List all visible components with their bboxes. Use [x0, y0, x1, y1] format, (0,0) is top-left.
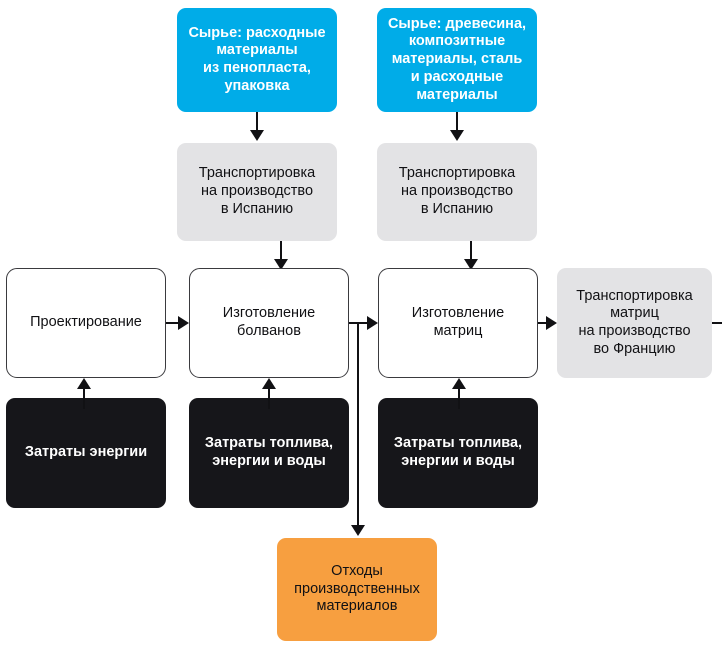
node-make-molds: Изготовление матриц — [378, 268, 538, 378]
node-fuel-costs-1: Затраты топлива, энергии и воды — [189, 398, 349, 508]
node-design: Проектирование — [6, 268, 166, 378]
node-make-plugs-label: Изготовление болванов — [222, 305, 316, 339]
edge-energy-to-design — [83, 389, 85, 409]
node-fuel-costs-1-label: Затраты топлива, энергии и воды — [204, 435, 334, 469]
arrowhead-wood-to-transport — [450, 130, 464, 141]
node-make-plugs: Изготовление болванов — [189, 268, 349, 378]
arrowhead-molds-to-france — [546, 316, 557, 330]
node-energy-costs-label: Затраты энергии — [24, 444, 148, 461]
arrowhead-design-to-plugs — [178, 316, 189, 330]
edge-transport1-to-plugs — [280, 241, 282, 263]
edge-wood-to-transport — [456, 112, 458, 132]
arrowhead-foam-to-transport — [250, 130, 264, 141]
node-source-wood: Сырье: древесина, композитные материалы,… — [377, 8, 537, 112]
edge-fuel1-to-plugs — [268, 389, 270, 409]
node-transport-spain-1: Транспортировка на производство в Испани… — [177, 143, 337, 241]
arrowhead-plugs-to-molds — [367, 316, 378, 330]
node-source-foam: Сырье: расходные материалы из пенопласта… — [177, 8, 337, 112]
arrowhead-process-to-waste — [351, 525, 365, 536]
edge-fuel2-to-molds — [458, 389, 460, 409]
arrowhead-fuel2-to-molds — [452, 378, 466, 389]
edge-design-to-plugs — [166, 322, 179, 324]
node-transport-spain-2-label: Транспортировка на производство в Испани… — [398, 165, 516, 217]
arrowhead-transport1-to-plugs — [274, 259, 288, 270]
edge-france-outgoing — [712, 322, 722, 324]
arrowhead-transport2-to-molds — [464, 259, 478, 270]
node-energy-costs: Затраты энергии — [6, 398, 166, 508]
node-source-foam-label: Сырье: расходные материалы из пенопласта… — [188, 24, 326, 94]
node-transport-spain-2: Транспортировка на производство в Испани… — [377, 143, 537, 241]
node-design-label: Проектирование — [30, 314, 142, 331]
edge-foam-to-transport — [256, 112, 258, 132]
edge-molds-to-france — [538, 322, 547, 324]
arrowhead-energy-to-design — [77, 378, 91, 389]
node-source-wood-label: Сырье: древесина, композитные материалы,… — [387, 15, 527, 103]
node-make-molds-label: Изготовление матриц — [411, 305, 505, 339]
node-waste: Отходы производственных материалов — [277, 538, 437, 641]
node-transport-france: Транспортировка матриц на производство в… — [557, 268, 712, 378]
node-transport-france-label: Транспортировка матриц на производство в… — [576, 287, 693, 357]
edge-transport2-to-molds — [470, 241, 472, 263]
node-fuel-costs-2-label: Затраты топлива, энергии и воды — [393, 435, 523, 469]
node-fuel-costs-2: Затраты топлива, энергии и воды — [378, 398, 538, 508]
node-waste-label: Отходы производственных материалов — [294, 562, 420, 615]
node-transport-spain-1-label: Транспортировка на производство в Испани… — [198, 165, 316, 217]
edge-process-to-waste — [357, 322, 359, 527]
arrowhead-fuel1-to-plugs — [262, 378, 276, 389]
